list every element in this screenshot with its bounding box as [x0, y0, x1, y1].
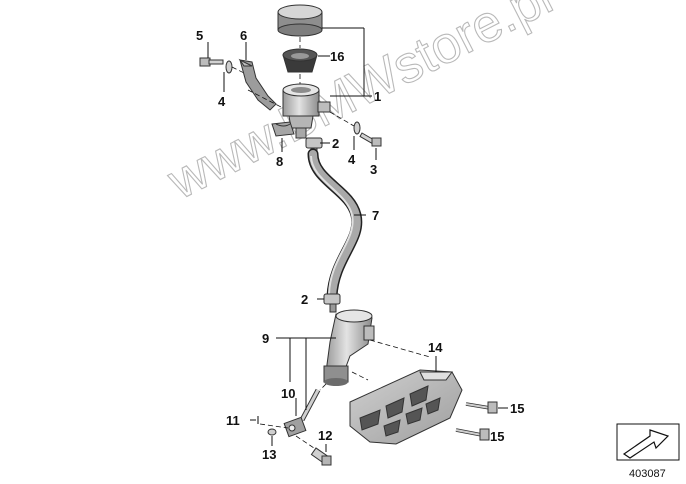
callout-6: 6 [240, 28, 247, 43]
callout-2-upper: 2 [332, 136, 339, 151]
bolt-15-lower [455, 428, 490, 441]
washer [267, 428, 277, 436]
screw-right [353, 121, 382, 147]
callout-7: 7 [372, 208, 379, 223]
callout-12: 12 [318, 428, 332, 443]
callout-15-upper: 15 [510, 401, 524, 416]
hose-clamp-lower [323, 293, 341, 313]
bolt-15-upper [465, 401, 498, 414]
bracket [238, 58, 277, 111]
callout-9: 9 [262, 331, 269, 346]
diaphragm [282, 48, 318, 73]
callout-15-lower: 15 [490, 429, 504, 444]
callout-2-lower: 2 [301, 292, 308, 307]
callout-8: 8 [276, 154, 283, 169]
master-cylinder [323, 309, 375, 386]
footrest-plate [349, 369, 463, 445]
callout-16: 16 [330, 49, 344, 64]
bolt-12 [295, 435, 332, 466]
callout-4-right: 4 [348, 152, 356, 167]
reservoir-body [282, 83, 331, 139]
clip [271, 121, 295, 137]
arrow-frame-icon[interactable] [616, 423, 680, 461]
reference-number: 403087 [629, 468, 666, 480]
callout-3: 3 [370, 162, 377, 177]
reservoir-cap [277, 4, 323, 37]
callout-4-left: 4 [218, 94, 226, 109]
callout-1: 1 [374, 89, 381, 104]
screw-left [199, 57, 233, 74]
callout-10: 10 [281, 386, 295, 401]
callout-14: 14 [428, 340, 443, 355]
callout-13: 13 [262, 447, 276, 462]
callout-11: 11 [226, 413, 240, 428]
push-rod [283, 388, 321, 438]
callout-5: 5 [196, 28, 203, 43]
leader-lines [207, 27, 508, 452]
